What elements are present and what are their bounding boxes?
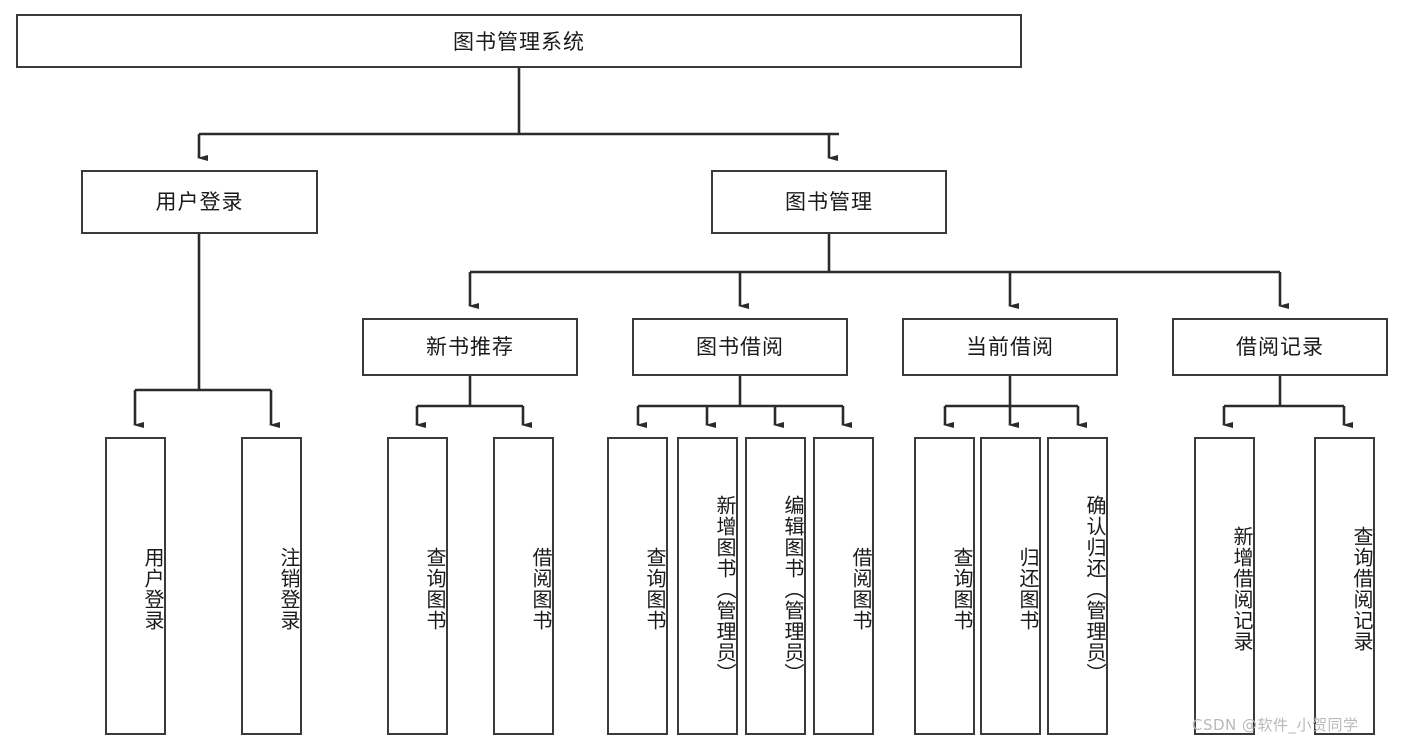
node-label: 借阅图书 <box>529 547 553 631</box>
leaf-query-book-2[interactable]: 查询图书 <box>607 437 668 735</box>
node-current-borrow[interactable]: 当前借阅 <box>902 318 1118 376</box>
node-label: 编辑图书（管理员） <box>781 494 805 684</box>
node-label: 新增借阅记录 <box>1230 526 1254 652</box>
leaf-edit-book[interactable]: 编辑图书（管理员） <box>745 437 806 735</box>
node-label: 当前借阅 <box>966 334 1054 359</box>
node-label: 归还图书 <box>1016 547 1040 631</box>
node-label: 图书借阅 <box>696 334 784 359</box>
leaf-return-book[interactable]: 归还图书 <box>980 437 1041 735</box>
node-label: 借阅图书 <box>849 547 873 631</box>
node-label: 用户登录 <box>141 547 165 631</box>
leaf-query-book-1[interactable]: 查询图书 <box>387 437 448 735</box>
leaf-query-record[interactable]: 查询借阅记录 <box>1314 437 1375 735</box>
leaf-query-book-3[interactable]: 查询图书 <box>914 437 975 735</box>
node-label: 借阅记录 <box>1236 334 1324 359</box>
node-label: 图书管理系统 <box>453 30 585 54</box>
leaf-add-record[interactable]: 新增借阅记录 <box>1194 437 1255 735</box>
node-label: 查询图书 <box>950 547 974 631</box>
node-book-borrow[interactable]: 图书借阅 <box>632 318 848 376</box>
node-label: 查询图书 <box>423 547 447 631</box>
node-label: 图书管理 <box>785 189 873 214</box>
csdn-watermark: CSDN @软件_小贺同学 <box>1192 716 1359 734</box>
leaf-add-book[interactable]: 新增图书（管理员） <box>677 437 738 735</box>
node-new-book-recommend[interactable]: 新书推荐 <box>362 318 578 376</box>
node-label: 新书推荐 <box>426 334 514 359</box>
leaf-confirm-return[interactable]: 确认归还（管理员） <box>1047 437 1108 735</box>
node-label: 查询借阅记录 <box>1350 526 1374 652</box>
node-label: 注销登录 <box>277 547 301 631</box>
node-root-system[interactable]: 图书管理系统 <box>16 14 1022 68</box>
leaf-borrow-book-1[interactable]: 借阅图书 <box>493 437 554 735</box>
leaf-logout-login[interactable]: 注销登录 <box>241 437 302 735</box>
node-label: 用户登录 <box>155 189 244 214</box>
leaf-borrow-book-2[interactable]: 借阅图书 <box>813 437 874 735</box>
node-label: 新增图书（管理员） <box>713 494 737 684</box>
node-label: 确认归还（管理员） <box>1083 494 1107 684</box>
node-book-management[interactable]: 图书管理 <box>711 170 947 234</box>
node-user-login[interactable]: 用户登录 <box>81 170 318 234</box>
node-label: 查询图书 <box>643 547 667 631</box>
node-borrow-record[interactable]: 借阅记录 <box>1172 318 1388 376</box>
leaf-user-login[interactable]: 用户登录 <box>105 437 166 735</box>
